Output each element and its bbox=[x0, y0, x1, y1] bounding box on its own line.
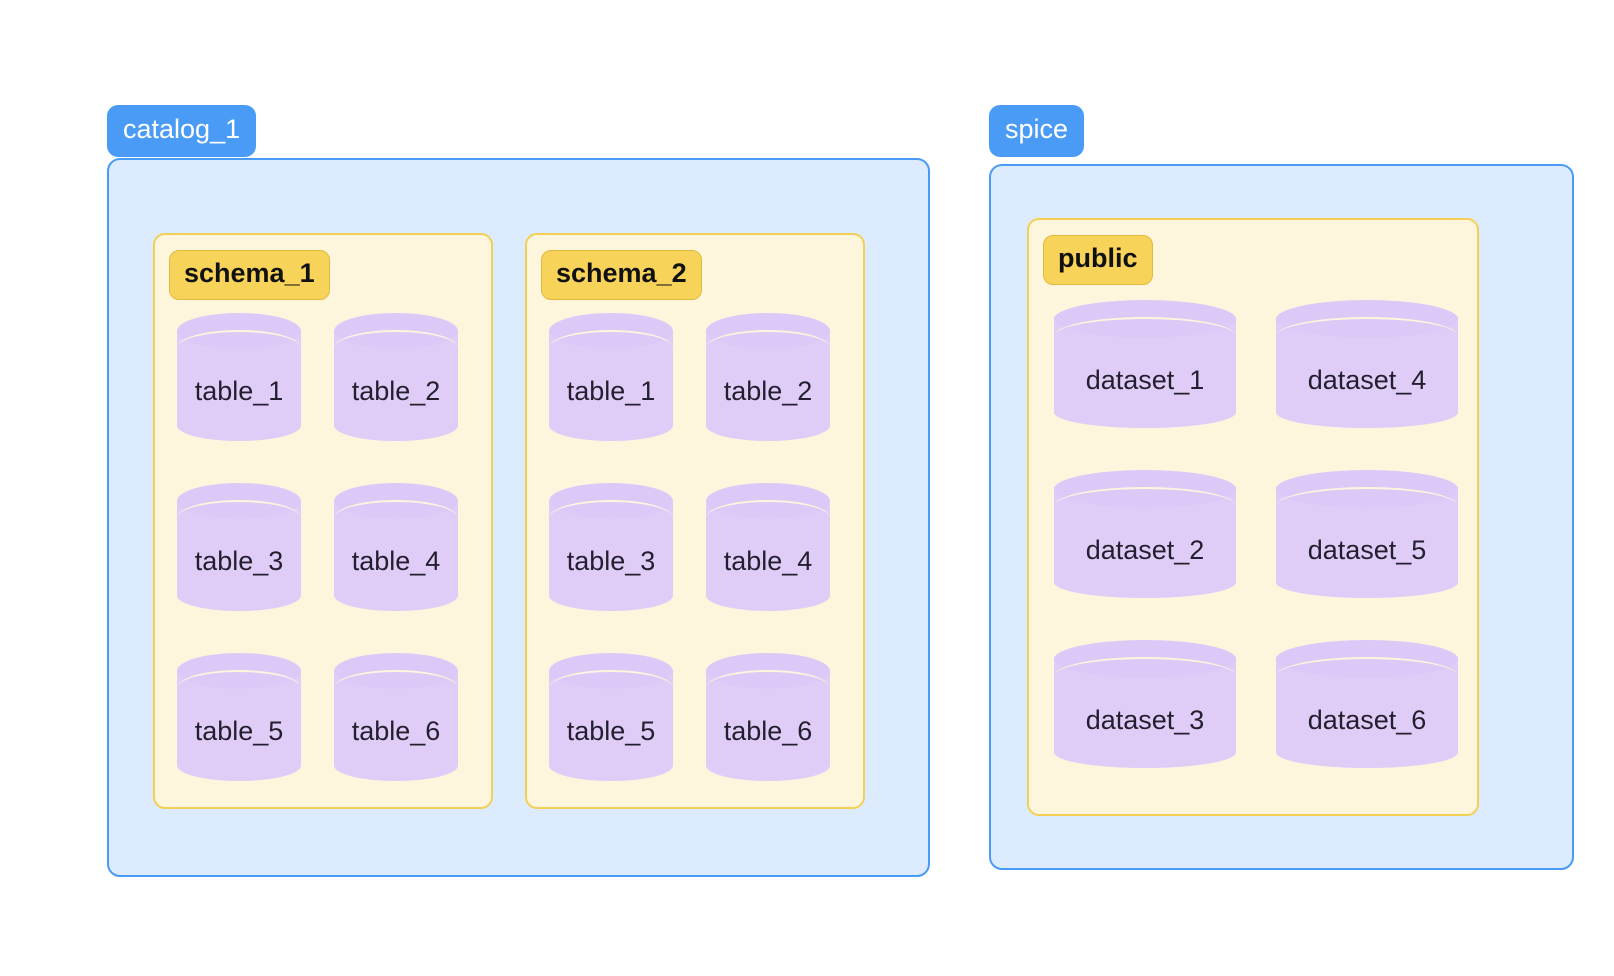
group-catalog-1: catalog_1 schema_1 table_1 table_2 bbox=[107, 105, 930, 877]
schema-panel-schema-1: schema_1 table_1 table_2 table_3 bbox=[153, 233, 493, 809]
cylinder-label: table_2 bbox=[351, 376, 441, 406]
group-badge-catalog-1[interactable]: catalog_1 bbox=[107, 105, 257, 157]
cylinder-label: dataset_1 bbox=[1085, 365, 1205, 395]
cylinder-seam bbox=[1276, 317, 1458, 355]
group-badge-spice[interactable]: spice bbox=[989, 105, 1085, 157]
cylinder-label: table_3 bbox=[194, 546, 284, 576]
cylinder-label: table_5 bbox=[566, 716, 656, 746]
cylinder-seam bbox=[1054, 657, 1236, 695]
schema-badge-public[interactable]: public bbox=[1043, 235, 1153, 285]
cylinder-seam bbox=[549, 330, 673, 366]
cylinder-table-2[interactable]: table_2 bbox=[334, 313, 458, 441]
cylinder-table-4[interactable]: table_4 bbox=[334, 483, 458, 611]
cylinder-table-2[interactable]: table_2 bbox=[706, 313, 830, 441]
cylinder-seam bbox=[1054, 317, 1236, 355]
cylinder-seam bbox=[177, 500, 301, 536]
cylinder-label: table_4 bbox=[351, 546, 441, 576]
cylinder-seam bbox=[549, 500, 673, 536]
cylinder-seam bbox=[706, 670, 830, 706]
cylinder-label: dataset_4 bbox=[1307, 365, 1427, 395]
schema-badge-schema-1[interactable]: schema_1 bbox=[169, 250, 330, 300]
cylinder-label: table_1 bbox=[566, 376, 656, 406]
cylinder-table-5[interactable]: table_5 bbox=[177, 653, 301, 781]
cylinder-dataset-6[interactable]: dataset_6 bbox=[1276, 640, 1458, 768]
cylinder-label: table_2 bbox=[723, 376, 813, 406]
cylinder-label: dataset_3 bbox=[1085, 705, 1205, 735]
cylinder-label: table_1 bbox=[194, 376, 284, 406]
cylinder-table-3[interactable]: table_3 bbox=[549, 483, 673, 611]
cylinder-seam bbox=[1276, 657, 1458, 695]
cylinder-seam bbox=[1276, 487, 1458, 525]
cylinder-seam bbox=[334, 500, 458, 536]
cylinder-dataset-4[interactable]: dataset_4 bbox=[1276, 300, 1458, 428]
schema-panel-schema-2: schema_2 table_1 table_2 table_3 bbox=[525, 233, 865, 809]
cylinder-label: table_3 bbox=[566, 546, 656, 576]
cylinder-label: table_6 bbox=[351, 716, 441, 746]
cylinder-seam bbox=[334, 670, 458, 706]
cylinder-dataset-5[interactable]: dataset_5 bbox=[1276, 470, 1458, 598]
schema-panel-public: public dataset_1 dataset_4 dataset_2 bbox=[1027, 218, 1479, 816]
cylinder-table-6[interactable]: table_6 bbox=[706, 653, 830, 781]
cylinder-seam bbox=[1054, 487, 1236, 525]
cylinder-label: dataset_2 bbox=[1085, 535, 1205, 565]
cylinder-table-1[interactable]: table_1 bbox=[177, 313, 301, 441]
cylinder-table-1[interactable]: table_1 bbox=[549, 313, 673, 441]
cylinder-label: table_6 bbox=[723, 716, 813, 746]
cylinder-dataset-2[interactable]: dataset_2 bbox=[1054, 470, 1236, 598]
cylinder-seam bbox=[549, 670, 673, 706]
group-spice: spice public dataset_1 dataset_4 d bbox=[989, 105, 1574, 870]
cylinder-seam bbox=[177, 670, 301, 706]
cylinder-seam bbox=[706, 330, 830, 366]
cylinder-dataset-3[interactable]: dataset_3 bbox=[1054, 640, 1236, 768]
cylinder-seam bbox=[177, 330, 301, 366]
cylinder-table-6[interactable]: table_6 bbox=[334, 653, 458, 781]
schema-badge-schema-2[interactable]: schema_2 bbox=[541, 250, 702, 300]
cylinder-dataset-1[interactable]: dataset_1 bbox=[1054, 300, 1236, 428]
cylinder-label: table_4 bbox=[723, 546, 813, 576]
cylinder-seam bbox=[706, 500, 830, 536]
cylinder-table-5[interactable]: table_5 bbox=[549, 653, 673, 781]
cylinder-label: table_5 bbox=[194, 716, 284, 746]
cylinder-seam bbox=[334, 330, 458, 366]
cylinder-table-4[interactable]: table_4 bbox=[706, 483, 830, 611]
cylinder-label: dataset_6 bbox=[1307, 705, 1427, 735]
cylinder-table-3[interactable]: table_3 bbox=[177, 483, 301, 611]
cylinder-label: dataset_5 bbox=[1307, 535, 1427, 565]
